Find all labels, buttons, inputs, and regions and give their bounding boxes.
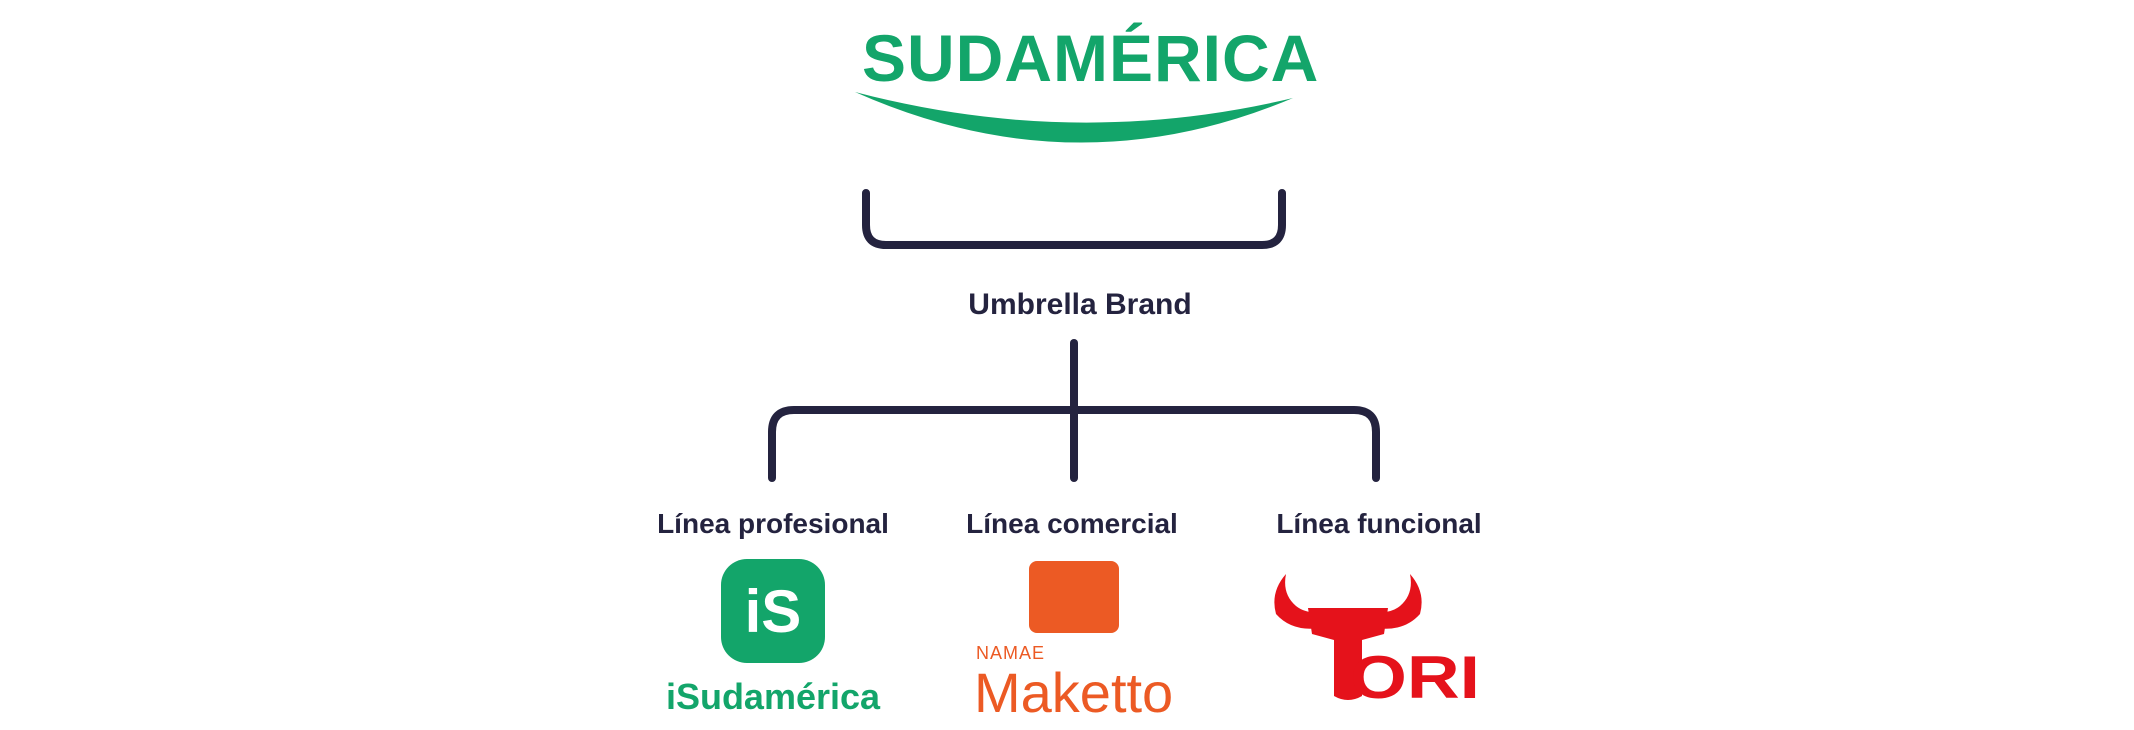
isudamerica-badge-icon: iS bbox=[721, 559, 825, 663]
line-label-funcional: Línea funcional bbox=[1276, 508, 1482, 539]
line-label-profesional: Línea profesional bbox=[657, 508, 889, 539]
umbrella-brand-label: Umbrella Brand bbox=[968, 288, 1192, 321]
isudamerica-wordmark: iSudamérica bbox=[665, 676, 881, 717]
isudamerica-badge-text: iS bbox=[744, 577, 802, 645]
umbrella-bracket bbox=[862, 189, 1286, 249]
tori-wordmark: ORI bbox=[1350, 644, 1480, 706]
branch-bracket bbox=[768, 406, 1380, 482]
maketto-wordmark: Maketto bbox=[974, 661, 1174, 724]
maketto-namae-text: NAMAE bbox=[976, 643, 1046, 663]
tori-bull-icon bbox=[1274, 574, 1422, 700]
maketto-badge-icon bbox=[1029, 561, 1119, 633]
main-brand-logo-text: SUDAMÉRICA bbox=[862, 21, 1320, 95]
main-logo-swoosh bbox=[855, 92, 1293, 143]
line-label-comercial: Línea comercial bbox=[966, 508, 1178, 539]
tori-logo: ORI bbox=[1274, 574, 1480, 706]
